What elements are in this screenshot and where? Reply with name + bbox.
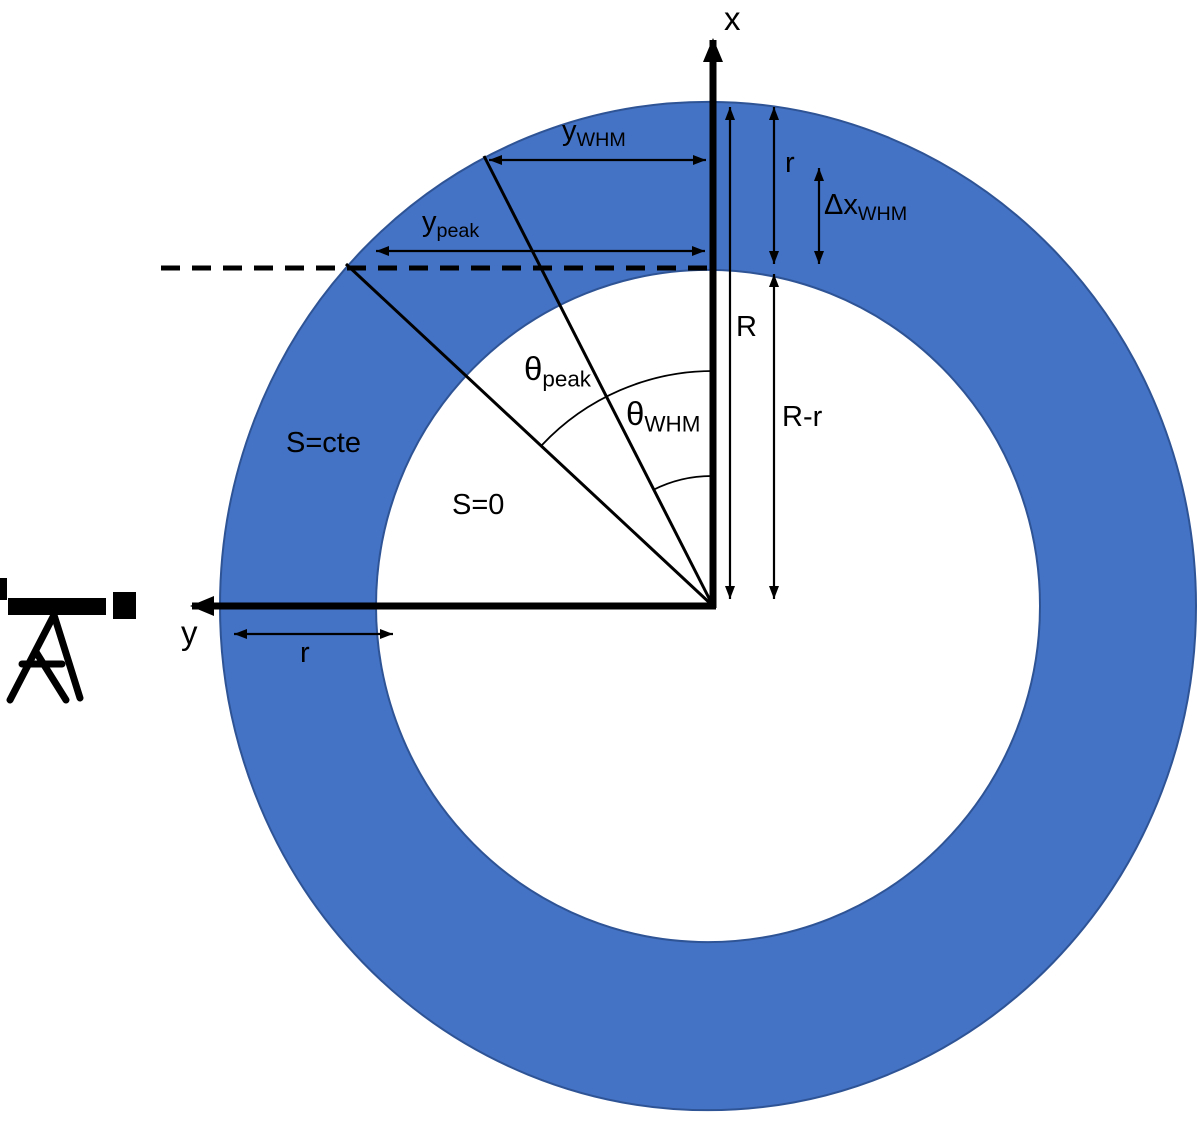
label-s-cte: S=cte: [286, 427, 361, 459]
annulus-ring: [218, 101, 1198, 1111]
label-y-whm: yWHM: [562, 115, 626, 151]
label-r-left: r: [300, 637, 310, 669]
telescope-icon: [0, 578, 136, 704]
label-R: R: [736, 311, 757, 343]
theta-whm-arc: [652, 475, 714, 491]
label-theta-whm: θWHM: [626, 395, 701, 437]
label-y-peak: ypeak: [422, 206, 480, 242]
theta-peak-arc: [541, 370, 714, 446]
label-delta-x-whm: ΔxWHM: [824, 189, 908, 225]
label-r-top: r: [785, 147, 795, 179]
label-axis-y: y: [181, 614, 198, 651]
label-R-minus-r: R-r: [782, 401, 823, 433]
label-theta-peak: θpeak: [524, 350, 592, 392]
label-axis-x: x: [724, 0, 741, 37]
whm-line: [482, 155, 715, 607]
label-s-zero: S=0: [452, 489, 505, 521]
peak-line: [344, 262, 715, 608]
